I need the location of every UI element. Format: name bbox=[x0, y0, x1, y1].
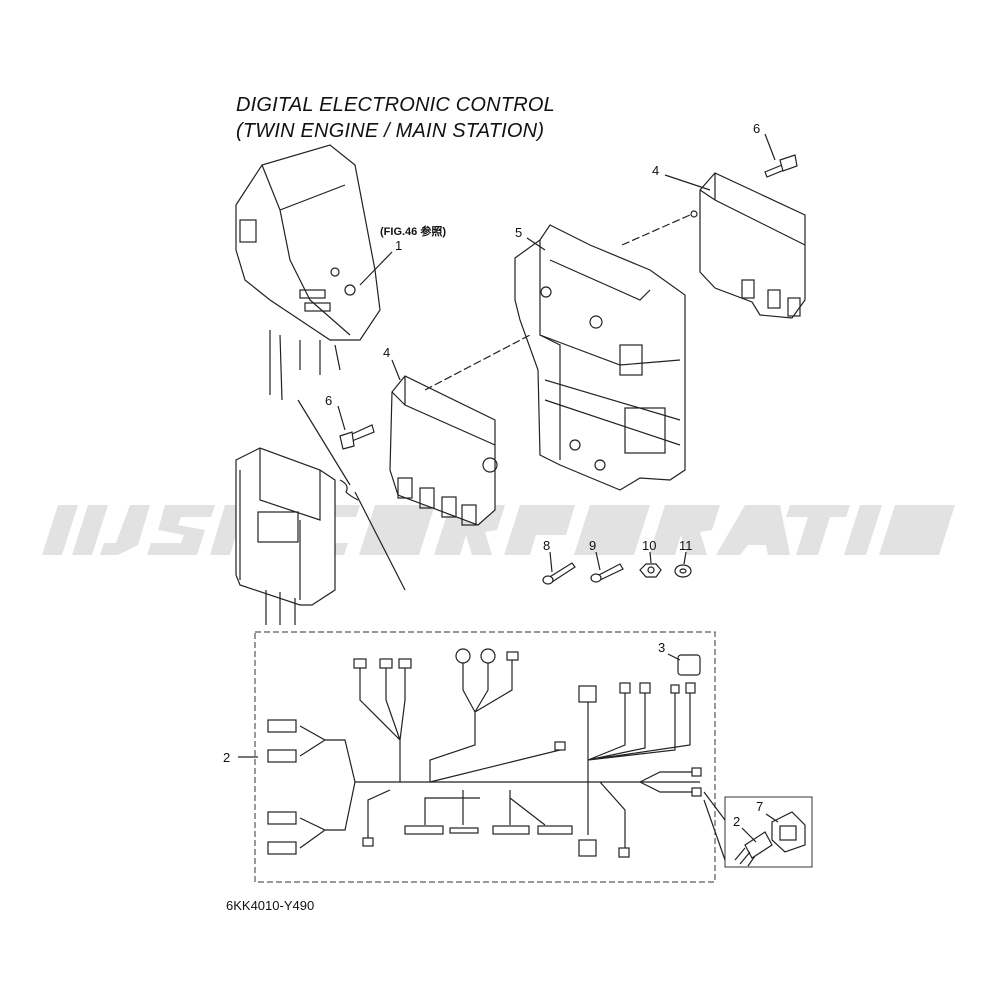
diagram-title-line2: (TWIN ENGINE / MAIN STATION) bbox=[236, 120, 545, 142]
diagram-code: 6KK4010-Y490 bbox=[226, 898, 314, 913]
connector-inset-box bbox=[724, 796, 813, 868]
bracket-brace bbox=[339, 479, 359, 501]
callout-11: 11 bbox=[679, 538, 693, 553]
callout-6: 6 bbox=[325, 393, 332, 408]
bracket-line bbox=[297, 399, 406, 591]
callout-2: 2 bbox=[733, 814, 740, 829]
assembly-leader bbox=[424, 334, 531, 391]
callout-1: 1 bbox=[395, 238, 402, 253]
callout-4: 4 bbox=[383, 345, 390, 360]
callout-leaders bbox=[238, 133, 779, 843]
connector-part bbox=[734, 811, 806, 867]
callout-7: 7 bbox=[756, 799, 763, 814]
screw-part bbox=[590, 563, 624, 583]
washer-part bbox=[674, 564, 692, 578]
ecu-module-lower-part bbox=[389, 375, 498, 526]
reference-note: (FIG.46 参照) bbox=[380, 224, 446, 238]
assembly-leader bbox=[621, 214, 691, 246]
callout-10: 10 bbox=[642, 538, 656, 553]
callout-5: 5 bbox=[515, 225, 522, 240]
nut-part bbox=[639, 563, 662, 578]
ecu-bracket-part bbox=[514, 224, 686, 491]
callout-6: 6 bbox=[753, 121, 760, 136]
inset-leader bbox=[703, 791, 726, 861]
callout-9: 9 bbox=[589, 538, 596, 553]
control-unit-part bbox=[235, 447, 336, 625]
bolt-part bbox=[339, 424, 375, 450]
callout-4: 4 bbox=[652, 163, 659, 178]
watermark-graphic bbox=[42, 505, 955, 555]
callout-3: 3 bbox=[658, 640, 665, 655]
ecu-module-upper-part bbox=[690, 172, 806, 319]
screw-part bbox=[542, 562, 576, 585]
wire-harness-part bbox=[267, 648, 702, 858]
diagram-title-line1: DIGITAL ELECTRONIC CONTROL bbox=[236, 94, 555, 116]
remote-control-lever-part bbox=[235, 144, 381, 401]
callout-8: 8 bbox=[543, 538, 550, 553]
wire-harness-box bbox=[254, 631, 716, 883]
bolt-part bbox=[764, 154, 798, 178]
callout-2: 2 bbox=[223, 750, 230, 765]
